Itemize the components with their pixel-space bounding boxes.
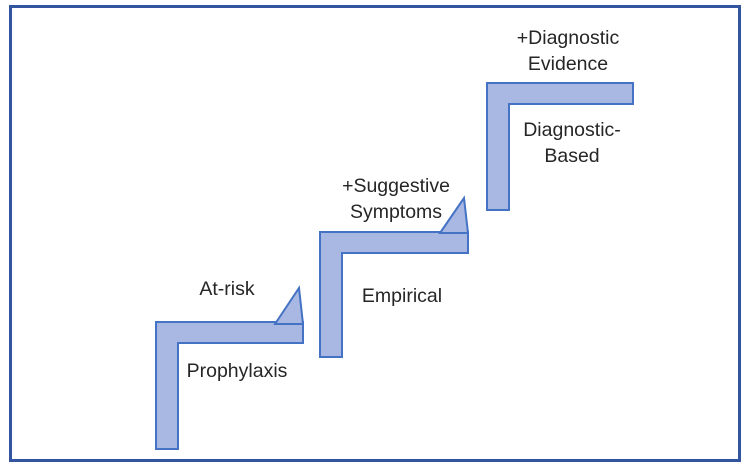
diagram-frame [9,5,741,462]
step-annotation-diagnostic-evidence: +Diagnostic Evidence [516,27,620,75]
step-label-diagnostic-based: Diagnostic- Based [523,119,621,167]
step-shape-empirical [319,195,470,358]
step-annotation-suggestive-symptoms: +Suggestive Symptoms [342,175,450,223]
arrowhead-triangle [438,195,470,234]
step-bar [155,321,304,450]
step-shape-prophylaxis [155,285,305,450]
arrowhead-triangle [273,285,305,325]
step-bar [486,82,634,211]
step-label-empirical: Empirical [361,285,443,307]
step-annotation-at-risk: At-risk [199,278,255,300]
step-shape-diagnostic-based [486,82,634,211]
step-label-prophylaxis: Prophylaxis [186,360,288,382]
